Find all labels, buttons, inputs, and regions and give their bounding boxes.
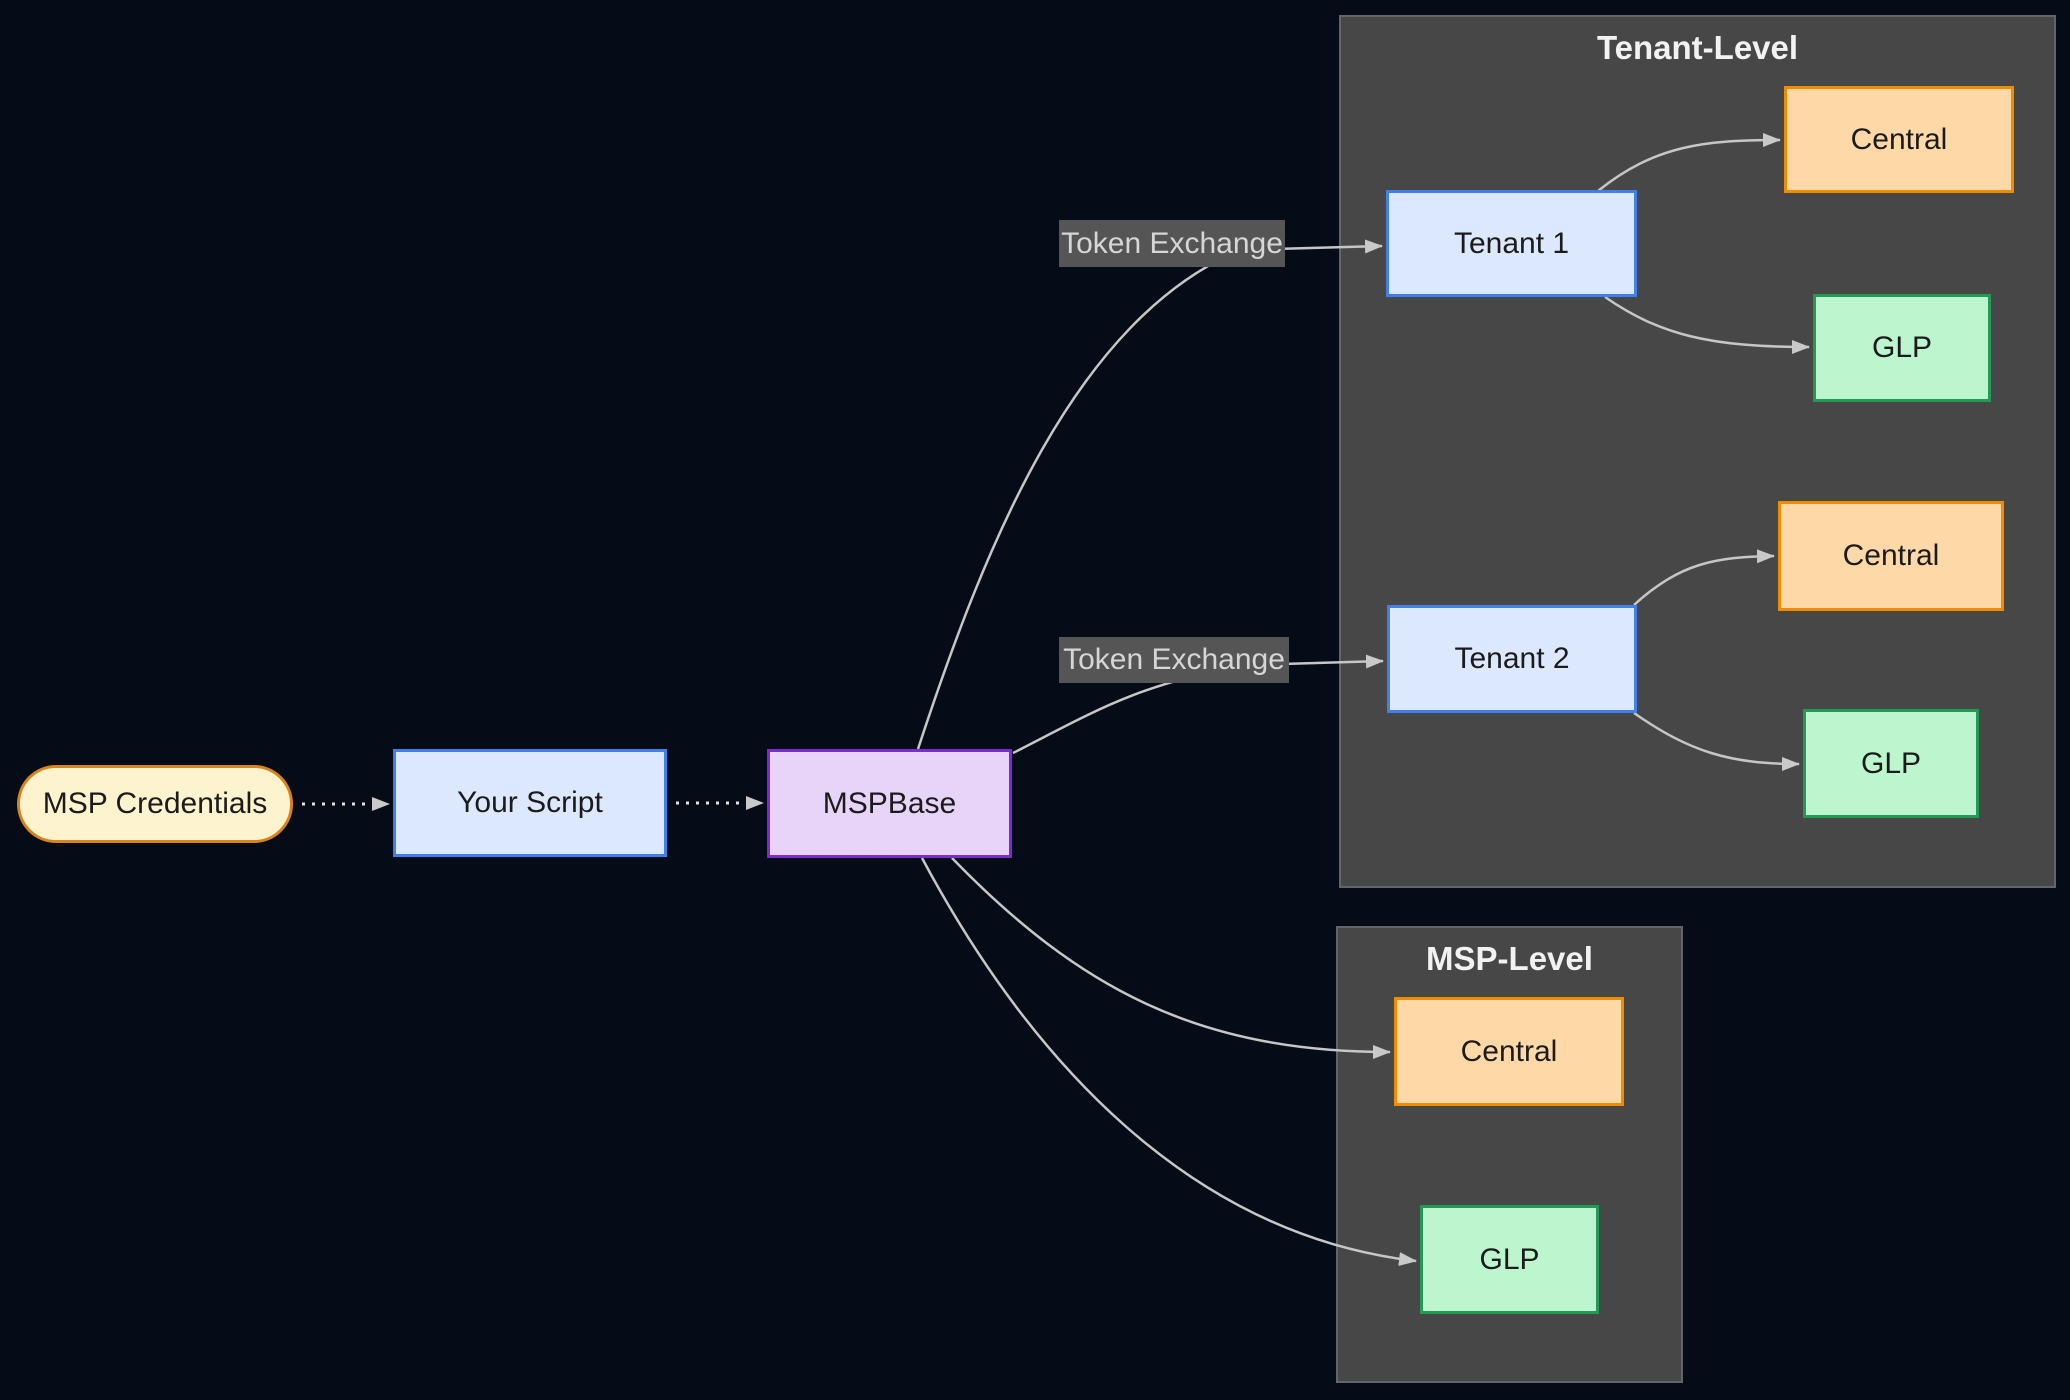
edge-tenant2-to-glp <box>1633 711 1800 771</box>
node-your-script: Your Script <box>393 749 667 857</box>
edge-base-to-msp-glp <box>920 857 1417 1266</box>
token-exchange-label-1: Token Exchange <box>1059 220 1285 267</box>
edge-base-to-tenant1 <box>916 239 1383 750</box>
node-tenant-2: Tenant 2 <box>1387 605 1637 713</box>
node-tenant2-glp: GLP <box>1803 709 1979 818</box>
edge-tenant1-to-glp <box>1604 295 1810 354</box>
node-msp-glp: GLP <box>1420 1205 1599 1314</box>
edge-base-to-msp-central <box>951 857 1391 1059</box>
node-mspbase: MSPBase <box>767 749 1012 858</box>
node-tenant1-central: Central <box>1784 86 2014 193</box>
msp-level-title: MSP-Level <box>1426 940 1593 977</box>
node-msp-central: Central <box>1394 997 1624 1106</box>
token-exchange-label-2: Token Exchange <box>1059 637 1289 683</box>
edge-tenant2-to-central <box>1633 549 1775 606</box>
tenant-level-title: Tenant-Level <box>1596 29 1799 66</box>
node-tenant-1: Tenant 1 <box>1386 190 1637 297</box>
node-msp-credentials: MSP Credentials <box>17 765 293 843</box>
node-tenant2-central: Central <box>1778 501 2004 611</box>
node-tenant1-glp: GLP <box>1813 294 1991 402</box>
edge-tenant1-to-central <box>1597 133 1781 192</box>
